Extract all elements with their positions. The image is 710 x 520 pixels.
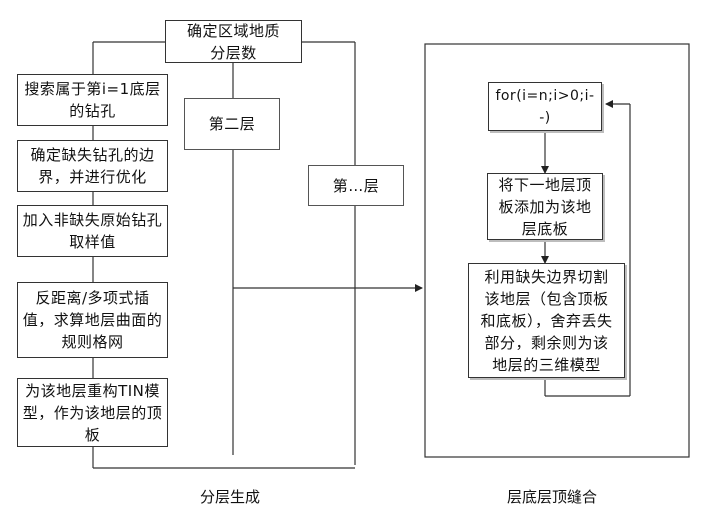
interpolation-box: 反距离/多项式插值，求算地层曲面的规则格网 xyxy=(17,282,168,358)
loop-box: for(i=n;i>0;i--) xyxy=(488,82,602,131)
add-samples-box: 加入非缺失原始钻孔取样值 xyxy=(17,205,168,257)
tin-model-box: 为该地层重构TIN模型，作为该地层的顶板 xyxy=(17,378,168,447)
determine-layer-count-box: 确定区域地质分层数 xyxy=(165,20,302,63)
add-bottom-plate-box: 将下一地层顶板添加为该地层底板 xyxy=(487,173,603,240)
caption-layer-stitching: 层底层顶缝合 xyxy=(506,488,597,506)
layer-two-box: 第二层 xyxy=(184,98,280,150)
missing-boundary-box: 确定缺失钻孔的边界，并进行优化 xyxy=(17,140,168,192)
stitch-panel xyxy=(424,43,690,458)
layer-n-box: 第…层 xyxy=(308,165,404,206)
cut-layer-box: 利用缺失边界切割该地层（包含顶板和底板），舍弃丢失部分，剩余则为该地层的三维模型 xyxy=(468,263,625,378)
caption-layer-generation: 分层生成 xyxy=(199,488,260,506)
search-borehole-box: 搜索属于第i=1底层的钻孔 xyxy=(17,74,168,126)
